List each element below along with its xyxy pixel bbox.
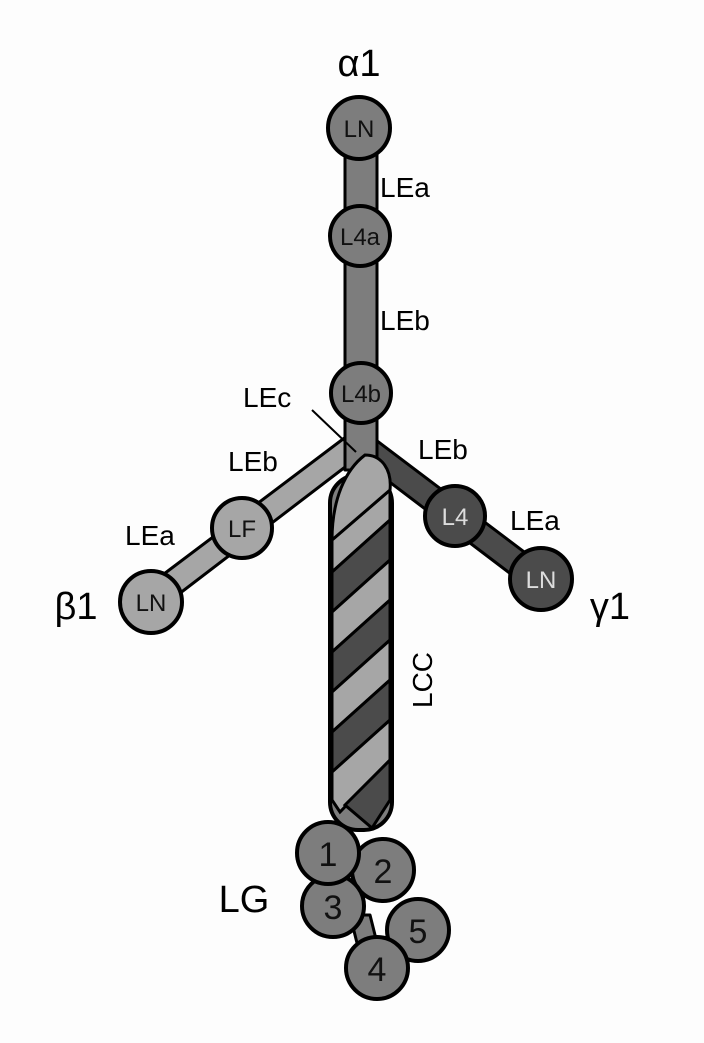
lg-domain-4-label: 4 <box>368 951 387 989</box>
alpha1-lec-label: LEc <box>243 382 291 413</box>
lg-domain-2-label: 2 <box>374 853 393 891</box>
gamma1-lea-label: LEa <box>510 505 560 536</box>
lg-domain-4: 4 <box>344 935 410 1001</box>
gamma1-ln-label: LN <box>526 567 557 594</box>
gamma1-ln-domain: LN <box>508 546 574 612</box>
alpha1-chain-label: α1 <box>337 43 380 85</box>
gamma1-l4-domain: L4 <box>423 484 487 548</box>
alpha1-ln-domain: LN <box>326 95 392 161</box>
coil-stripe-8 <box>342 756 392 831</box>
gamma1-l4-label: L4 <box>442 504 469 531</box>
alpha1-l4a-label: L4a <box>340 224 381 251</box>
alpha1-l4a-domain: L4a <box>328 204 392 268</box>
beta1-ln-domain: LN <box>118 569 184 635</box>
alpha1-lea-label: LEa <box>380 172 430 203</box>
beta1-chain-label: β1 <box>55 586 98 628</box>
beta1-lea-label: LEa <box>125 520 175 551</box>
lg-domain-3-label: 3 <box>324 889 343 927</box>
beta1-leb-label: LEb <box>228 446 278 477</box>
lg-domain-5: 5 <box>385 897 451 963</box>
gamma1-leb-label: LEb <box>418 434 468 465</box>
beta1-lf-domain: LF <box>210 496 274 560</box>
lcc-label: LCC <box>407 652 438 708</box>
alpha1-leb-label: LEb <box>380 305 430 336</box>
coil-top-cap <box>330 453 392 544</box>
lg-domain-5-label: 5 <box>409 913 428 951</box>
alpha1-ln-label: LN <box>344 116 375 143</box>
lg-domain-1: 1 <box>295 820 361 886</box>
beta1-lf-label: LF <box>228 516 256 543</box>
lg-domain-1-label: 1 <box>319 836 338 874</box>
alpha1-l4b-domain: L4b <box>329 361 393 425</box>
gamma1-chain-label: γ1 <box>590 586 630 628</box>
alpha1-l4b-label: L4b <box>341 381 381 408</box>
beta1-ln-label: LN <box>136 590 167 617</box>
lg-label: LG <box>219 879 270 921</box>
coiled-coil <box>328 453 394 832</box>
lec-pointer <box>311 409 357 453</box>
